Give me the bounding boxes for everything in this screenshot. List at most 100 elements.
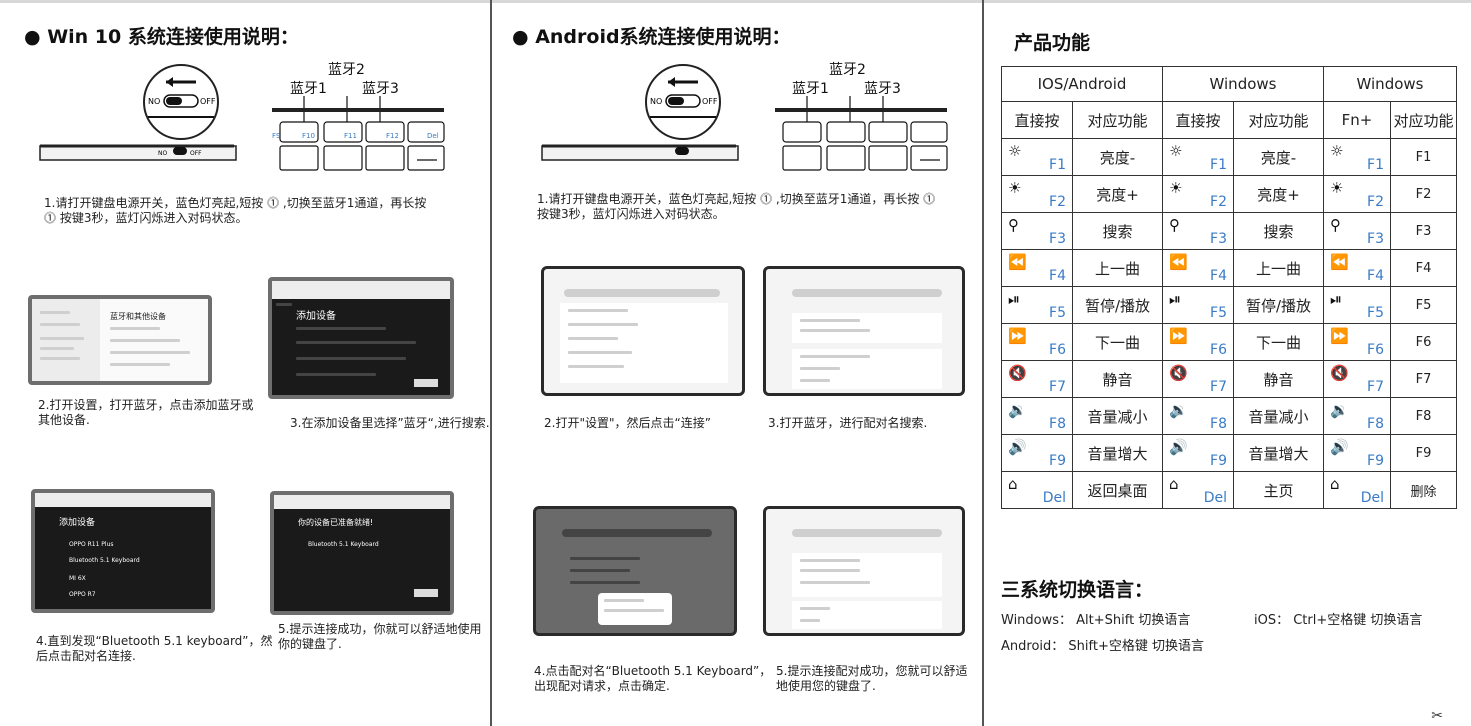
android-keyboard-top-diagram [775, 96, 948, 171]
function-key-label: F8 [1367, 416, 1384, 432]
function-symbol-icon: ⏯ [1169, 290, 1182, 308]
fn-function: 删除 [1390, 471, 1457, 509]
function-symbol-icon: 🔉 [1169, 401, 1188, 419]
fn-function: F3 [1390, 212, 1457, 250]
key-f12: F12 [386, 132, 399, 140]
function-key-label: F7 [1049, 379, 1066, 395]
col-head-windows-fn: Windows [1323, 66, 1457, 102]
win-step3: 3.在添加设备里选择”蓝牙“,进行搜索. [290, 416, 490, 430]
fn-function: F5 [1390, 286, 1457, 324]
win-add-device-title: 添加设备 [296, 311, 336, 322]
function-symbol-icon: ⏩ [1008, 327, 1027, 345]
win-step2: 2.打开设置，打开蓝牙，点击添加蓝牙或 其他设备. [38, 398, 254, 427]
win-add-device-screenshot: 添加设备 [268, 277, 454, 399]
col-head-ios: IOS/Android [1001, 66, 1163, 102]
sub-head-function: 对应功能 [1390, 101, 1457, 139]
device-oppo-r7: OPPO R7 [69, 591, 96, 598]
function-symbol-icon: ⌂ [1330, 475, 1340, 493]
function-key-label: F6 [1049, 342, 1066, 358]
function-key-label: F2 [1210, 194, 1227, 210]
function-symbol-icon: ☀ [1169, 179, 1183, 197]
function-symbol-icon: ☼ [1008, 142, 1022, 160]
ios-function: 下一曲 [1072, 323, 1163, 361]
win-device-list-title: 添加设备 [59, 518, 96, 528]
function-symbol-icon: ☀ [1008, 179, 1022, 197]
android-keyboard-switch-diagram: NO OFF [541, 64, 739, 161]
win-step1: 1.请打开键盘电源开关，蓝色灯亮起,短按 ⓵ ,切换至蓝牙1通道，再长按 ⓵ 按… [44, 196, 427, 225]
function-key-label: F4 [1210, 268, 1227, 284]
function-symbol-icon: ☀ [1330, 179, 1344, 197]
column-divider-1 [490, 0, 492, 726]
windows-function: 音量减小 [1233, 397, 1324, 435]
device-bt-keyboard: Bluetooth 5.1 Keyboard [69, 557, 140, 564]
function-symbol-icon: 🔉 [1330, 401, 1349, 419]
ios-function: 亮度- [1072, 138, 1163, 176]
function-symbol-icon: 🔉 [1008, 401, 1027, 419]
function-key-label: Del [1203, 490, 1227, 506]
fn-function: F7 [1390, 360, 1457, 398]
function-key-label: F5 [1049, 305, 1066, 321]
fn-function: F4 [1390, 249, 1457, 287]
win-step4: 4.直到发现“Bluetooth 5.1 keyboard”，然后点击配对名连接… [36, 634, 273, 663]
function-symbol-icon: 🔊 [1008, 438, 1027, 456]
key-f11: F11 [344, 132, 357, 140]
windows-function: 亮度- [1233, 138, 1324, 176]
windows-function: 静音 [1233, 360, 1324, 398]
sub-head-function: 对应功能 [1072, 101, 1163, 139]
android-step2: 2.打开"设置"，然后点击“连接” [544, 416, 711, 430]
windows-function: 音量增大 [1233, 434, 1324, 472]
function-key-label: F3 [1049, 231, 1066, 247]
win-ready-title: 你的设备已准备就绪! [298, 518, 374, 527]
function-key-label: F8 [1210, 416, 1227, 432]
android-bt3-label: 蓝牙3 [864, 81, 901, 97]
sub-head-fn: Fn+ [1323, 101, 1391, 139]
function-symbol-icon: ☼ [1169, 142, 1183, 160]
fn-function: F9 [1390, 434, 1457, 472]
ios-function: 暂停/播放 [1072, 286, 1163, 324]
function-symbol-icon: 🔇 [1330, 364, 1349, 382]
android-step1: 1.请打开键盘电源开关，蓝色灯亮起,短按 ⓵ ,切换至蓝牙1通道，再长按 ⓵ 按… [537, 192, 936, 221]
function-symbol-icon: ⏪ [1008, 253, 1027, 271]
lang-heading: 三系统切换语言： [1001, 579, 1154, 601]
ios-function: 音量增大 [1072, 434, 1163, 472]
android-bt2-label: 蓝牙2 [829, 62, 866, 78]
keyboard-top-diagram: F10 F11 F12 Del F9 [272, 96, 445, 171]
function-symbol-icon: ⏩ [1169, 327, 1188, 345]
function-key-label: F7 [1367, 379, 1384, 395]
sub-head-direct: 直接按 [1001, 101, 1073, 139]
features-heading: 产品功能 [1014, 32, 1091, 54]
lang-android: Android： Shift+空格键 切换语言 [1001, 639, 1204, 654]
ready-device: Bluetooth 5.1 Keyboard [308, 541, 379, 548]
function-key-label: F9 [1367, 453, 1384, 469]
win10-heading: ● Win 10 系统连接使用说明： [24, 26, 299, 48]
keyboard-switch-diagram: NO OFF NO OFF [39, 64, 237, 161]
android-pair-request-screenshot [533, 506, 737, 636]
switch-no-label: NO [148, 97, 160, 106]
fn-function: F8 [1390, 397, 1457, 435]
function-symbol-icon: 🔇 [1169, 364, 1188, 382]
win-settings-screenshot: 蓝牙和其他设备 [28, 295, 212, 385]
key-f9: F9 [272, 132, 280, 140]
android-step3: 3.打开蓝牙，进行配对名搜索. [768, 416, 928, 430]
function-key-label: F3 [1367, 231, 1384, 247]
bt2-label: 蓝牙2 [328, 62, 365, 78]
function-symbol-icon: ☼ [1330, 142, 1344, 160]
windows-function: 暂停/播放 [1233, 286, 1324, 324]
function-symbol-icon: ⏩ [1330, 327, 1349, 345]
function-key-label: F2 [1049, 194, 1066, 210]
function-symbol-icon: ⌂ [1169, 475, 1179, 493]
function-key-label: F5 [1367, 305, 1384, 321]
ios-function: 上一曲 [1072, 249, 1163, 287]
device-oppo-r11: OPPO R11 Plus [69, 541, 114, 548]
function-key-label: F5 [1210, 305, 1227, 321]
function-key-table: IOS/Android Windows Windows 直接按 对应功能 直接按… [1001, 66, 1457, 509]
function-symbol-icon: ⚲ [1008, 216, 1019, 234]
ios-function: 音量减小 [1072, 397, 1163, 435]
svg-text:NO: NO [158, 150, 167, 157]
function-key-label: F2 [1367, 194, 1384, 210]
